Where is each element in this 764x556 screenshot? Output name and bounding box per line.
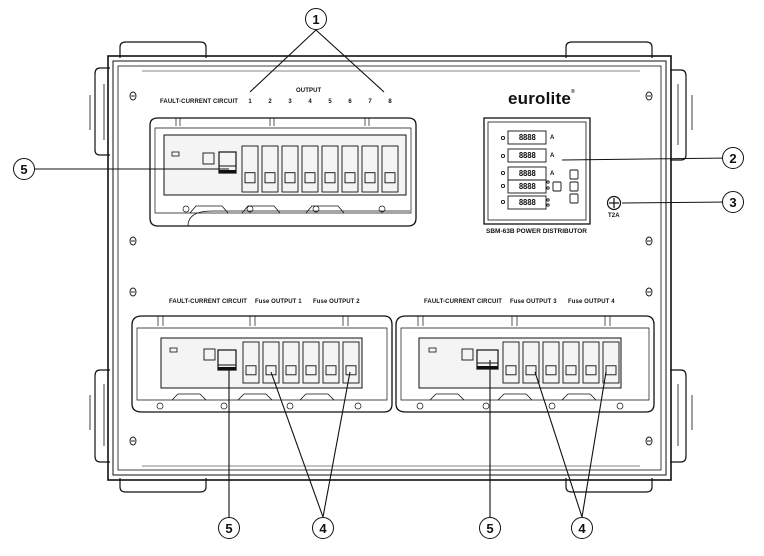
output-number-2: 2 (268, 99, 272, 105)
right-breaker-6 (602, 341, 620, 384)
housing (107, 55, 672, 481)
model-label: SBM-63B POWER DISTRIBUTOR (486, 228, 587, 235)
output-number-8: 8 (388, 99, 392, 105)
callout-5-bottom-right: 5 (479, 517, 501, 539)
meter-display-5: 8888 (518, 198, 536, 207)
left-breaker-1 (242, 341, 260, 384)
meter-unit-2: A (550, 153, 555, 159)
fault-current-label-right: FAULT-CURRENT CIRCUIT (424, 299, 502, 305)
left-breaker-toggle-6 (345, 365, 357, 376)
callout-2: 2 (722, 147, 744, 169)
output-number-7: 7 (368, 99, 372, 105)
top-breaker-toggle-2 (264, 172, 276, 184)
left-breaker-toggle-5 (325, 365, 337, 376)
callout-4-left: 4 (312, 517, 334, 539)
lower-left-breakers (242, 341, 360, 384)
screws (129, 91, 653, 446)
fuse-output-2-label: Fuse OUTPUT 2 (313, 299, 360, 305)
left-breaker-6 (342, 341, 360, 384)
top-breaker-7 (361, 145, 379, 193)
right-breaker-4 (562, 341, 580, 384)
right-breaker-3 (542, 341, 560, 384)
meter-displays (500, 130, 579, 210)
callout-5-bottom-left: 5 (218, 517, 240, 539)
meter-unit-1: A (550, 135, 555, 141)
fuse-output-1-label: Fuse OUTPUT 1 (255, 299, 302, 305)
fuse-rating-label: T2A (608, 213, 620, 219)
left-breaker-toggle-3 (285, 365, 297, 376)
leader-lines (35, 29, 731, 518)
callout-4-right: 4 (571, 517, 593, 539)
top-breaker-4 (301, 145, 319, 193)
top-breaker-3 (281, 145, 299, 193)
top-breaker-window (149, 117, 417, 227)
brand-mark: ® (571, 89, 575, 95)
top-breaker-toggle-3 (284, 172, 296, 184)
left-breaker-2 (262, 341, 280, 384)
right-breaker-toggle-3 (545, 365, 557, 376)
corner-protectors (89, 41, 693, 493)
lower-left-breaker-window (131, 315, 393, 413)
fuse-output-3-label: Fuse OUTPUT 3 (510, 299, 557, 305)
top-breaker-toggle-4 (304, 172, 316, 184)
left-breaker-4 (302, 341, 320, 384)
top-rcd-breakers (241, 145, 399, 193)
top-breaker-toggle-8 (384, 172, 396, 184)
lower-right-breaker-window (395, 315, 655, 413)
output-number-1: 1 (248, 99, 252, 105)
fault-current-label-top: FAULT-CURRENT CIRCUIT (160, 99, 238, 105)
output-number-6: 6 (348, 99, 352, 105)
right-breaker-toggle-4 (565, 365, 577, 376)
fuse-output-4-label: Fuse OUTPUT 4 (568, 299, 615, 305)
right-breaker-2 (522, 341, 540, 384)
left-breaker-toggle-4 (305, 365, 317, 376)
top-breaker-1 (241, 145, 259, 193)
brand-logo: eurolite® (508, 89, 575, 108)
left-breaker-toggle-2 (265, 365, 277, 376)
top-breaker-toggle-1 (244, 172, 256, 184)
fault-current-label-left: FAULT-CURRENT CIRCUIT (169, 299, 247, 305)
left-breaker-toggle-1 (245, 365, 257, 376)
output-number-5: 5 (328, 99, 332, 105)
right-breaker-toggle-6 (605, 365, 617, 376)
callout-3: 3 (722, 191, 744, 213)
left-breaker-3 (282, 341, 300, 384)
callout-1: 1 (305, 8, 327, 30)
top-breaker-5 (321, 145, 339, 193)
left-breaker-5 (322, 341, 340, 384)
meter-module (483, 117, 591, 225)
top-breaker-toggle-5 (324, 172, 336, 184)
output-header: OUTPUT (296, 88, 322, 94)
top-breaker-toggle-7 (364, 172, 376, 184)
meter-display-2: 8888 (518, 151, 536, 160)
meter-display-4: 8888 (518, 182, 536, 191)
fuse-holder (606, 195, 622, 211)
top-breaker-toggle-6 (344, 172, 356, 184)
meter-display-1: 8888 (518, 133, 536, 142)
top-breaker-8 (381, 145, 399, 193)
top-breaker-6 (341, 145, 359, 193)
lower-right-breakers (502, 341, 620, 384)
right-breaker-5 (582, 341, 600, 384)
meter-unit-3: A (550, 171, 555, 177)
top-breaker-2 (261, 145, 279, 193)
output-number-3: 3 (288, 99, 292, 105)
brand-name: eurolite (508, 89, 572, 108)
right-breaker-1 (502, 341, 520, 384)
right-breaker-toggle-2 (525, 365, 537, 376)
right-breaker-toggle-5 (585, 365, 597, 376)
right-breaker-toggle-1 (505, 365, 517, 376)
output-number-4: 4 (308, 99, 312, 105)
callout-5-top: 5 (13, 158, 35, 180)
meter-display-3: 8888 (518, 169, 536, 178)
